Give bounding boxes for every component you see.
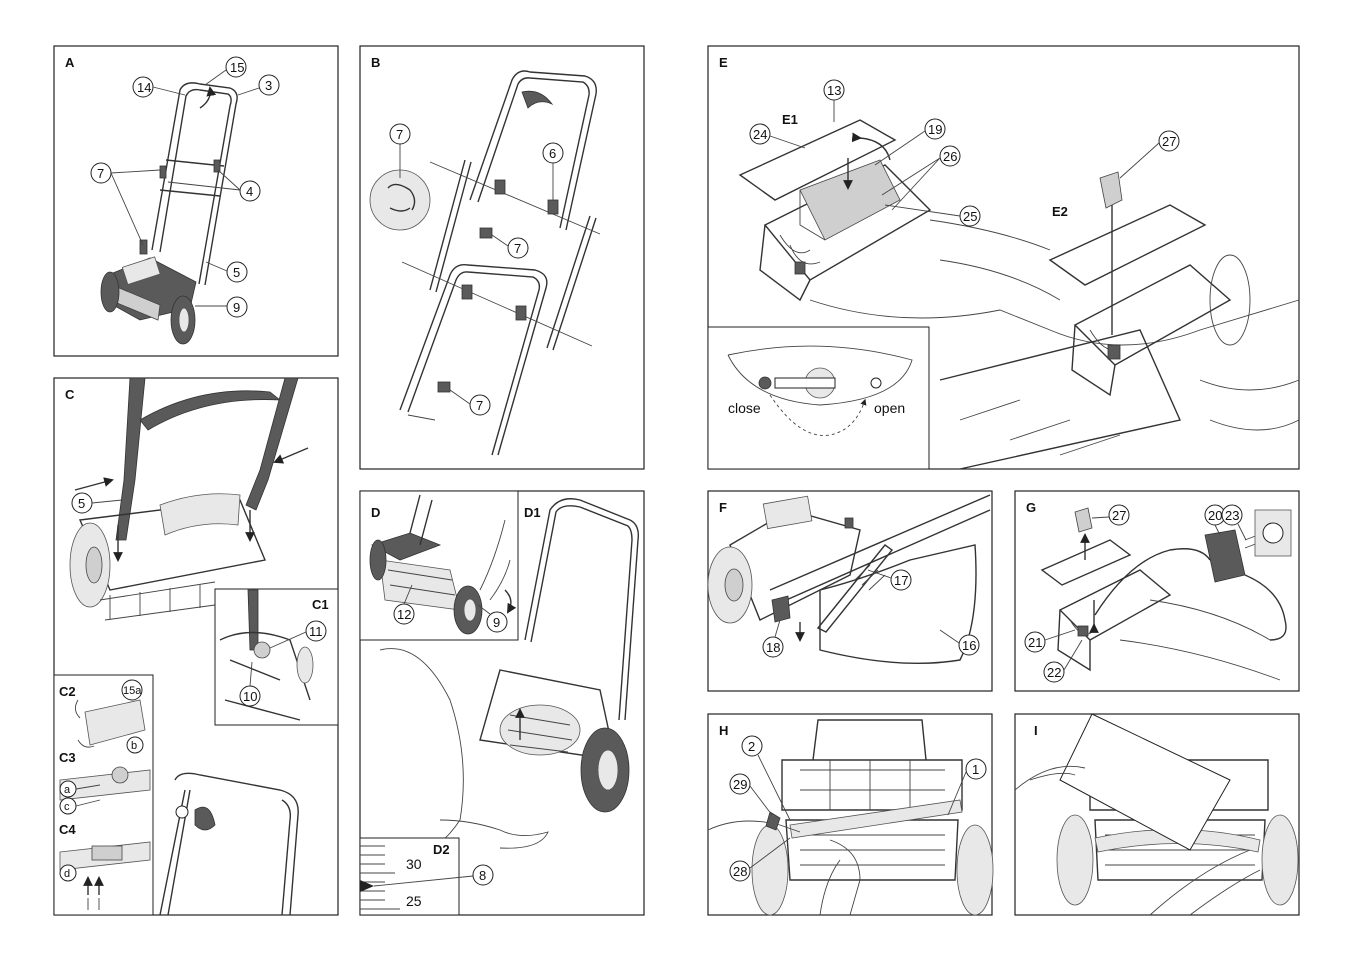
callout-h-2: 2: [748, 739, 755, 754]
mower-illustration-c: [69, 377, 309, 916]
callout-a-14: 14: [137, 80, 151, 95]
lock-close-label: close: [728, 400, 761, 416]
panel-d1-label: D1: [524, 505, 541, 520]
callout-c2-15a: 15a: [123, 685, 142, 697]
mower-body-e: [809, 171, 1300, 470]
callout-g-22: 22: [1047, 665, 1061, 680]
panel-g-label: G: [1026, 500, 1036, 515]
callout-c3-c: c: [64, 801, 70, 813]
panel-f: F 17 18 16: [707, 490, 993, 692]
callout-h-29: 29: [733, 777, 747, 792]
cylinder-check-illustration: [707, 719, 994, 916]
callout-c2-b: b: [131, 740, 137, 752]
gauge-label-25: 25: [406, 893, 422, 909]
panel-c-label: C: [65, 387, 75, 402]
callout-e-19: 19: [928, 122, 942, 137]
callout-a-9: 9: [233, 300, 240, 315]
subpanel-d: D 12 9: [359, 490, 519, 641]
panel-a-label: A: [65, 55, 75, 70]
panel-b-label: B: [371, 55, 380, 70]
callout-g-23: 23: [1225, 508, 1239, 523]
panel-e: E E1 E2: [707, 45, 1300, 470]
subpanel-c2-label: C2: [59, 684, 76, 699]
callout-d-9: 9: [493, 615, 500, 630]
battery-box-e1: [738, 119, 932, 302]
lock-inset: close open: [707, 326, 930, 470]
subpanel-d-label: D: [371, 505, 380, 520]
panel-e1-label: E1: [782, 112, 798, 127]
callout-b-7b: 7: [514, 241, 521, 256]
mower-illustration-a: [100, 82, 238, 345]
subpanel-c2-c4: C2 15a b C3 a c C4 d: [53, 674, 154, 916]
panel-d: D D1 D 12 9: [359, 490, 645, 916]
callout-a-7: 7: [97, 166, 104, 181]
subpanel-c3-label: C3: [59, 750, 76, 765]
callout-c3-a: a: [64, 784, 71, 796]
callout-e-26: 26: [943, 149, 957, 164]
callout-b-7c: 7: [476, 398, 483, 413]
callout-h-28: 28: [733, 864, 747, 879]
callout-c-5: 5: [78, 496, 85, 511]
callout-e-27: 27: [1162, 134, 1176, 149]
callout-g-27: 27: [1112, 508, 1126, 523]
callout-a-3: 3: [265, 78, 272, 93]
paper-test-illustration: [1014, 713, 1299, 916]
callout-b-6: 6: [549, 146, 556, 161]
subpanel-c4-label: C4: [59, 822, 76, 837]
callout-g-21: 21: [1028, 635, 1042, 650]
mower-illustration-d1: [370, 498, 640, 851]
callout-f-16: 16: [962, 638, 976, 653]
callout-h-1: 1: [972, 762, 979, 777]
panel-i-label: I: [1034, 723, 1038, 738]
callout-d2-8: 8: [479, 868, 486, 883]
callout-f-18: 18: [766, 640, 780, 655]
panel-e2-label: E2: [1052, 204, 1068, 219]
panel-e-label: E: [719, 55, 728, 70]
callout-d-12: 12: [397, 607, 411, 622]
callout-a-15: 15: [230, 60, 244, 75]
callout-b-7a: 7: [396, 127, 403, 142]
panel-i: I: [1014, 713, 1300, 916]
gauge-label-30: 30: [406, 856, 422, 872]
subpanel-c1-label: C1: [312, 597, 329, 612]
blade-adjust-illustration: [707, 494, 991, 665]
panel-h: H 2 1 29 28: [707, 713, 994, 916]
callout-g-20: 20: [1208, 508, 1222, 523]
panel-f-label: F: [719, 500, 727, 515]
panel-h-label: H: [719, 723, 728, 738]
subpanel-d2-label: D2: [433, 842, 450, 857]
panel-g: G 27 20 23 21 22: [1014, 490, 1300, 692]
callouts-a: 14 15 3 7 4 5 9: [90, 56, 280, 318]
callout-c1-10: 10: [243, 689, 257, 704]
callout-c4-d: d: [64, 868, 70, 880]
lock-open-label: open: [874, 400, 905, 416]
callouts-e: 13 24 19 26 25 27: [749, 79, 1180, 227]
callout-e-13: 13: [827, 83, 841, 98]
subpanel-d2: D2 30 25 8: [359, 837, 494, 916]
handle-exploded-view: [369, 70, 601, 456]
callout-c1-11: 11: [309, 624, 323, 639]
subpanel-c1: C1 11 10: [214, 588, 339, 726]
callout-a-4: 4: [246, 184, 253, 199]
callouts-b: 7 6 7 7: [389, 123, 564, 416]
charger-illustration: [1040, 507, 1292, 681]
panel-a: A 14 15 3 7 4 5 9: [53, 45, 339, 357]
callout-a-5: 5: [233, 265, 240, 280]
callout-e-24: 24: [753, 127, 767, 142]
callout-e-25: 25: [963, 209, 977, 224]
panel-c: C 5 C1 11: [53, 377, 339, 916]
panel-b: B 7 6 7 7: [359, 45, 645, 470]
callout-f-17: 17: [894, 573, 908, 588]
